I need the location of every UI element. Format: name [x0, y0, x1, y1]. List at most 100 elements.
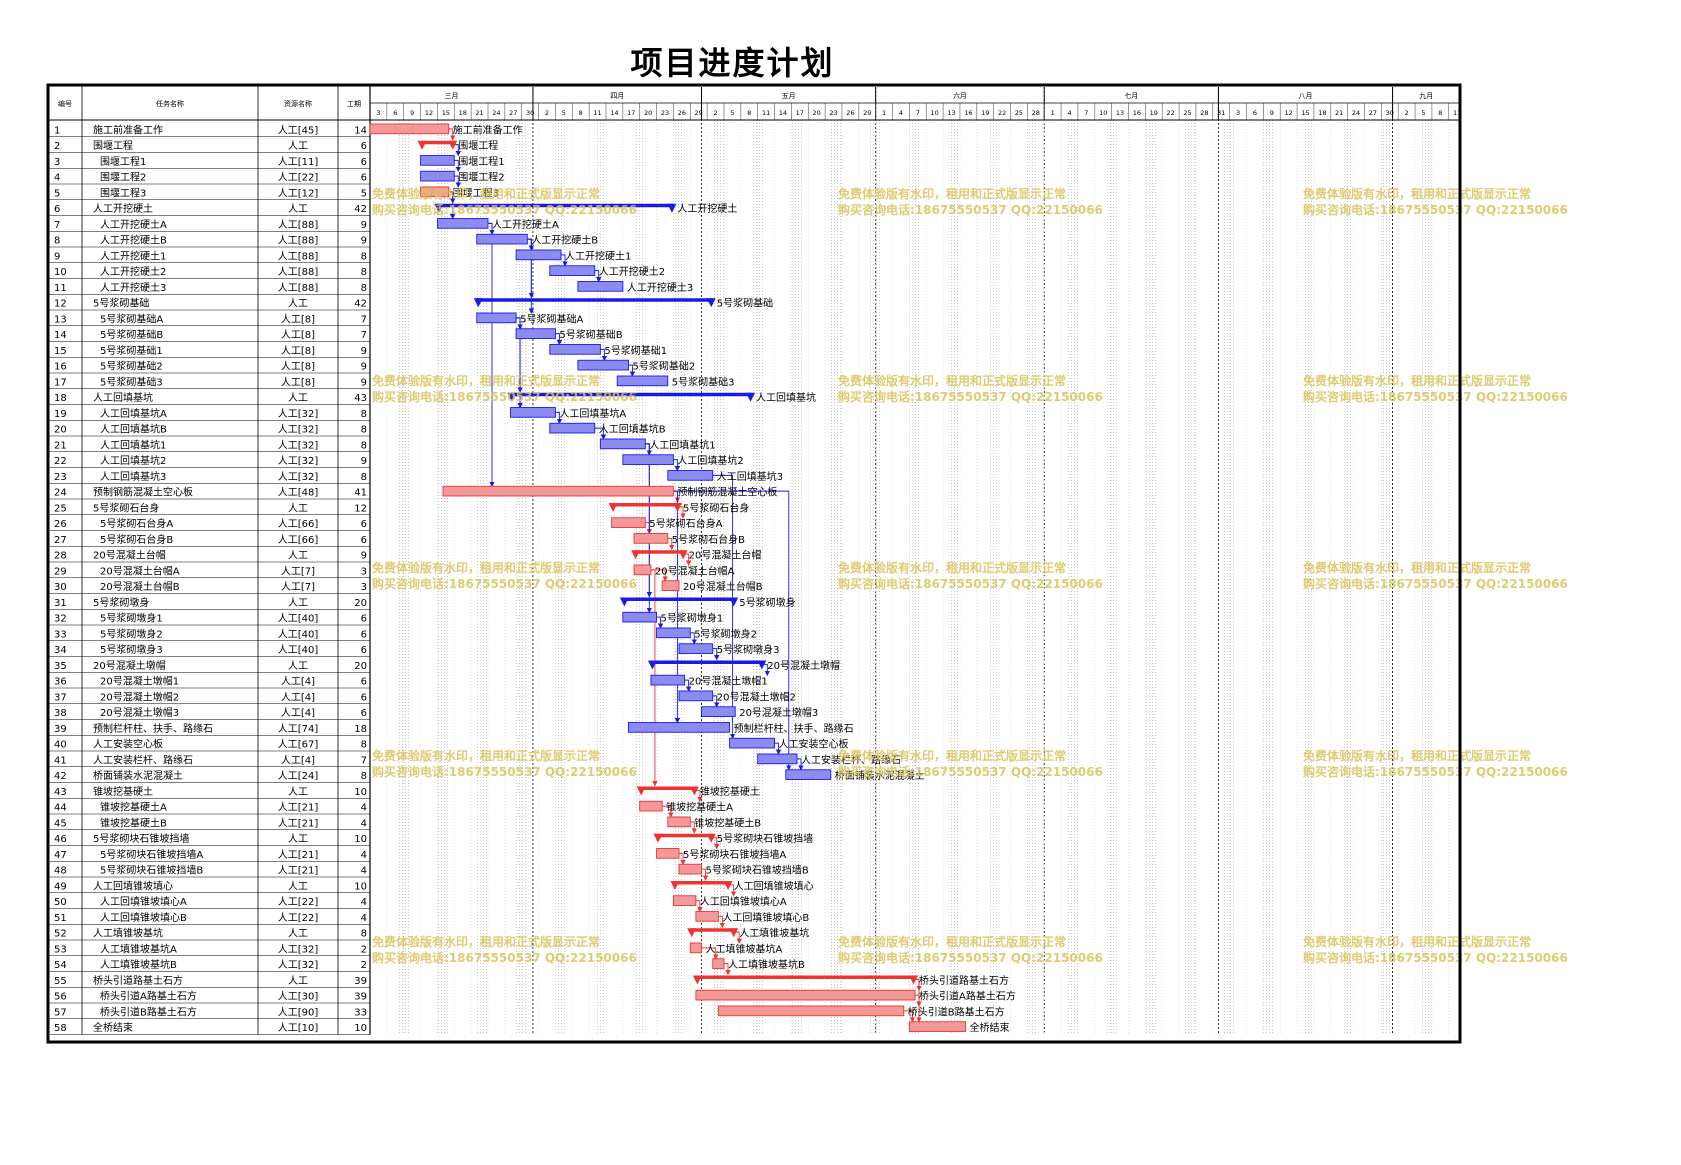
task-name: 5号浆砌墩身2: [100, 627, 163, 640]
dependency-link: [695, 900, 703, 913]
bar-label: 人工开挖硬土B: [531, 234, 598, 247]
month-label: 四月: [610, 92, 624, 100]
task-resource: 人工[32]: [278, 408, 319, 420]
bar-label: 人工开挖硬土A: [492, 218, 559, 231]
summary-start-cap: [631, 550, 641, 560]
task-duration: 8: [361, 251, 367, 262]
task-duration: 8: [361, 740, 367, 751]
task-resource: 人工[21]: [278, 817, 319, 829]
day-tick-label: 4: [899, 109, 903, 117]
dependency-link: [729, 884, 737, 897]
task-duration: 4: [361, 818, 367, 829]
task-name: 桥头引道A路基土石方: [100, 990, 197, 1003]
summary-bar: [476, 298, 713, 302]
task-duration: 10: [354, 787, 367, 798]
task-duration: 2: [361, 944, 367, 955]
day-tick-label: 14: [779, 109, 787, 117]
task-id: 9: [54, 251, 60, 262]
bar-label: 锥坡挖基硬土: [700, 785, 760, 798]
weekend-stripe: [398, 120, 410, 1035]
day-tick-label: 15: [442, 109, 450, 117]
dependency-link: [903, 1010, 916, 1023]
weekend-stripe: [870, 120, 882, 1035]
bar-label: 人工填锥坡基坑: [739, 927, 809, 940]
task-bar: [616, 375, 669, 387]
task-resource: 人工[32]: [278, 424, 319, 436]
task-id: 36: [54, 677, 67, 688]
task-name: 20号混凝土墩帽1: [100, 675, 179, 688]
task-resource: 人工: [288, 502, 308, 514]
bar-label: 围堰工程3: [453, 187, 499, 199]
month-label: 九月: [1419, 91, 1433, 100]
task-duration: 9: [361, 456, 367, 467]
task-bar: [672, 895, 697, 906]
task-id: 27: [54, 535, 67, 546]
task-id: 16: [54, 362, 67, 373]
task-id: 3: [54, 157, 60, 168]
dependency-link: [527, 238, 535, 314]
task-name: 5号浆砌基础3: [100, 375, 163, 388]
watermark-line1: 免费体验版有水印，租用和正式版显示正常: [372, 748, 600, 763]
task-resource: 人工: [288, 203, 308, 215]
watermark-line1: 免费体验版有水印，租用和正式版显示正常: [372, 186, 600, 201]
bar-label: 人工开挖硬土: [677, 202, 737, 215]
bar-label: 20号混凝土台帽A: [655, 564, 735, 577]
task-id: 12: [54, 299, 67, 310]
task-resource: 人工[67]: [278, 739, 319, 751]
dependency-link: [701, 868, 709, 881]
summary-start-cap: [417, 140, 427, 150]
watermark-line1: 免费体验版有水印，租用和正式版显示正常: [1303, 186, 1531, 201]
task-bar: [577, 359, 629, 371]
bar-label: 20号混凝土墩帽: [767, 659, 840, 672]
task-name: 人工填锥坡基坑A: [100, 942, 177, 955]
watermark-line1: 免费体验版有水印，租用和正式版显示正常: [1303, 373, 1531, 388]
col-header-name: 任务名称: [156, 99, 184, 108]
task-duration: 6: [361, 677, 367, 688]
task-id: 57: [54, 1007, 67, 1018]
task-duration: 8: [361, 929, 367, 940]
bar-label: 围堰工程: [458, 140, 498, 152]
task-name: 5号浆砌块石锥坡挡墙B: [100, 864, 203, 877]
task-resource: 人工: [288, 928, 308, 940]
task-bar: [633, 564, 652, 576]
task-bar: [510, 407, 556, 418]
summary-start-cap: [687, 928, 697, 938]
dependency-link: [679, 852, 686, 866]
task-bar: [611, 517, 646, 528]
bar-label: 5号浆砌石台身: [683, 501, 749, 514]
summary-start-cap: [670, 881, 680, 890]
task-resource: 人工: [288, 392, 308, 404]
task-name: 人工回填基坑B: [100, 423, 167, 436]
weekend-stripe: [634, 120, 646, 1035]
task-id: 42: [54, 771, 67, 782]
task-resource: 人工: [288, 660, 308, 672]
watermark-line1: 免费体验版有水印，租用和正式版显示正常: [838, 560, 1066, 575]
task-name: 人工回填锥坡填心B: [100, 911, 187, 924]
task-duration: 6: [361, 629, 367, 640]
dependency-link: [667, 537, 675, 551]
summary-start-cap: [619, 597, 629, 607]
dependency-link: [650, 569, 658, 787]
task-name: 5号浆砌墩身3: [100, 643, 163, 656]
task-name: 锥坡挖基硬土B: [100, 816, 167, 829]
task-bar: [785, 769, 832, 780]
task-bar: [656, 848, 680, 859]
bar-label: 人工安装空心板: [779, 738, 849, 751]
task-bar: [661, 580, 680, 591]
task-id: 1: [54, 125, 60, 136]
task-name: 人工填锥坡基坑: [93, 927, 163, 940]
task-id: 49: [54, 881, 67, 892]
watermark-line1: 免费体验版有水印，租用和正式版显示正常: [838, 373, 1066, 388]
task-id: 5: [54, 188, 60, 199]
dependency-link: [645, 443, 653, 614]
task-name: 预制钢筋混凝土空心板: [93, 486, 193, 499]
day-tick-label: 8: [747, 109, 751, 117]
task-id: 10: [54, 267, 67, 278]
dependency-link: [690, 632, 697, 645]
weekend-stripe: [988, 120, 1000, 1035]
dependency-link: [600, 348, 608, 362]
bar-label: 5号浆砌墩身: [739, 596, 795, 609]
task-id: 14: [54, 330, 67, 341]
day-tick-label: 22: [1167, 109, 1175, 117]
task-duration: 10: [354, 881, 367, 892]
